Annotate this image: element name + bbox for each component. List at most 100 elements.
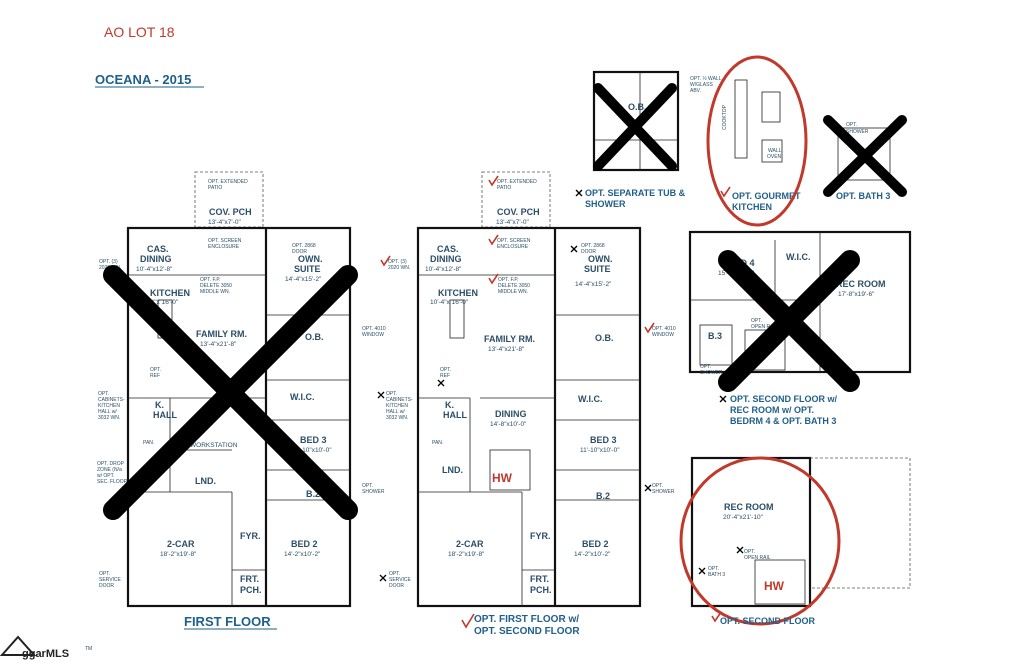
svg-text:WINDOW: WINDOW xyxy=(652,332,674,338)
svg-text:SHOWER: SHOWER xyxy=(846,129,869,135)
svg-text:HW: HW xyxy=(492,471,513,485)
svg-text:ABV.: ABV. xyxy=(690,88,701,94)
svg-text:10'-4"x 16'-0": 10'-4"x 16'-0" xyxy=(430,299,469,306)
svg-text:3032 WN.: 3032 WN. xyxy=(98,415,120,421)
svg-text:SHOWER: SHOWER xyxy=(652,489,675,495)
svg-text:REF: REF xyxy=(150,373,160,379)
svg-text:DOOR: DOOR xyxy=(99,583,114,589)
svg-text:OPT. SCREEN: OPT. SCREEN xyxy=(497,238,531,244)
svg-text:13'-4"x21'-8": 13'-4"x21'-8" xyxy=(200,341,237,348)
lot-label: AO LOT 18 xyxy=(104,24,175,40)
options-bath-3: OPT. SHOWER OPT. BATH 3 xyxy=(823,115,907,201)
svg-text:20'-4"x21'-10": 20'-4"x21'-10" xyxy=(723,514,764,521)
svg-text:17'-8"x19'-6": 17'-8"x19'-6" xyxy=(838,291,875,298)
svg-text:SUITE: SUITE xyxy=(294,264,321,274)
svg-text:B.2: B.2 xyxy=(306,489,320,499)
svg-text:KITCHEN: KITCHEN xyxy=(732,202,772,212)
svg-text:BED 2: BED 2 xyxy=(291,539,318,549)
svg-text:BED 3: BED 3 xyxy=(300,435,327,445)
svg-text:OPT.: OPT. xyxy=(846,122,857,128)
svg-text:OPT. (3): OPT. (3) xyxy=(388,259,407,265)
svg-text:WORKSTATION: WORKSTATION xyxy=(190,442,238,449)
svg-text:OPEN RAIL: OPEN RAIL xyxy=(744,555,771,561)
svg-text:OPT. 4010: OPT. 4010 xyxy=(652,326,676,332)
svg-text:DOOR: DOOR xyxy=(581,249,596,255)
svg-text:SHOWER: SHOWER xyxy=(585,199,626,209)
svg-text:OPT.: OPT. xyxy=(362,483,373,489)
svg-text:DOOR: DOOR xyxy=(292,249,307,255)
svg-text:DINING: DINING xyxy=(140,254,172,264)
svg-text:18'-2"x19'-8": 18'-2"x19'-8" xyxy=(160,551,197,558)
svg-text:14'-4"x15'-2": 14'-4"x15'-2" xyxy=(575,281,612,288)
plan-optional-first-floor: COV. PCH 13'-4"x7'-0" CAS. DINING 10'-4"… xyxy=(377,171,676,637)
svg-text:OPT.: OPT. xyxy=(708,566,719,572)
svg-text:REC ROOM: REC ROOM xyxy=(836,279,886,289)
svg-text:OPT. SECOND FLOOR: OPT. SECOND FLOOR xyxy=(474,626,580,637)
svg-text:REF: REF xyxy=(440,373,450,379)
svg-text:COV. PCH: COV. PCH xyxy=(497,207,540,217)
svg-text:KITCHEN: KITCHEN xyxy=(386,403,408,409)
svg-text:OPT.: OPT. xyxy=(652,483,663,489)
svg-text:13'-4"x7'-0": 13'-4"x7'-0" xyxy=(496,219,529,226)
svg-text:W.I.C.: W.I.C. xyxy=(786,252,811,262)
svg-text:KITCHEN: KITCHEN xyxy=(438,288,478,298)
svg-text:11'-10"x10'-0": 11'-10"x10'-0" xyxy=(292,447,332,454)
svg-text:CABINETS-: CABINETS- xyxy=(98,397,125,403)
svg-text:FAMILY RM.: FAMILY RM. xyxy=(484,334,535,344)
svg-text:OPT.: OPT. xyxy=(150,367,161,373)
svg-text:PCH.: PCH. xyxy=(530,585,552,595)
svg-text:SERVICE: SERVICE xyxy=(389,577,412,583)
opt-floor-title: OPT. FIRST FLOOR w/ xyxy=(474,614,579,625)
svg-text:DELETE 3050: DELETE 3050 xyxy=(200,283,232,289)
svg-text:OPT. (3): OPT. (3) xyxy=(99,259,118,265)
svg-text:13'-4"x7'-0": 13'-4"x7'-0" xyxy=(208,219,241,226)
svg-text:FRT.: FRT. xyxy=(240,574,259,584)
svg-text:OPT. DROP: OPT. DROP xyxy=(97,461,125,467)
svg-text:HALL w/: HALL w/ xyxy=(98,409,117,415)
svg-text:2-CAR: 2-CAR xyxy=(456,539,484,549)
svg-text:MIDDLE WN.: MIDDLE WN. xyxy=(200,289,230,295)
svg-text:OPT.: OPT. xyxy=(744,549,755,555)
svg-text:11'-10"x10'-0": 11'-10"x10'-0" xyxy=(580,447,620,454)
svg-text:SUITE: SUITE xyxy=(584,264,611,274)
svg-text:BATH 3: BATH 3 xyxy=(708,572,725,578)
svg-text:2-CAR: 2-CAR xyxy=(167,539,195,549)
svg-text:OPT.: OPT. xyxy=(440,367,451,373)
selected-option-oval xyxy=(706,55,808,227)
svg-text:FRT.: FRT. xyxy=(530,574,549,584)
svg-text:SEC. FLOOR: SEC. FLOOR xyxy=(97,479,128,485)
svg-text:PAN.: PAN. xyxy=(432,440,443,446)
check-mark xyxy=(488,175,499,187)
svg-text:K.: K. xyxy=(155,400,164,410)
svg-text:OPT. 4010: OPT. 4010 xyxy=(362,326,386,332)
svg-text:OPT. SECOND FLOOR w/: OPT. SECOND FLOOR w/ xyxy=(730,394,838,404)
plan-first-floor: COV. PCH 13'-4"x7'-0" CAS. DINING 10'-4"… xyxy=(97,171,386,630)
svg-text:OPT. SEPARATE TUB &: OPT. SEPARATE TUB & xyxy=(585,188,686,198)
svg-text:OPT. 2868: OPT. 2868 xyxy=(581,243,605,249)
svg-text:OPT. GOURMET: OPT. GOURMET xyxy=(732,191,801,201)
svg-text:W.I.C.: W.I.C. xyxy=(578,394,603,404)
svg-text:W.I.C.: W.I.C. xyxy=(290,392,315,402)
svg-text:OPT. F.P.: OPT. F.P. xyxy=(498,277,518,283)
svg-text:O.B.: O.B. xyxy=(305,332,324,342)
svg-text:FAMILY RM.: FAMILY RM. xyxy=(196,329,247,339)
svg-text:OWN.: OWN. xyxy=(298,254,323,264)
svg-text:W/GLASS: W/GLASS xyxy=(690,82,713,88)
room-cov-pch: COV. PCH xyxy=(209,207,252,217)
svg-text:REC ROOM: REC ROOM xyxy=(724,502,774,512)
svg-text:B.2: B.2 xyxy=(596,491,610,501)
svg-text:OPT. SECOND FLOOR: OPT. SECOND FLOOR xyxy=(720,616,816,626)
svg-text:OPT. F.P.: OPT. F.P. xyxy=(200,277,220,283)
svg-text:OPT. BATH 3: OPT. BATH 3 xyxy=(836,191,890,201)
svg-text:OPT. SCREEN: OPT. SCREEN xyxy=(208,238,242,244)
svg-text:CABINETS-: CABINETS- xyxy=(386,397,413,403)
mls-watermark: ggarMLS TM xyxy=(0,635,92,660)
svg-text:BEDRM 4 & OPT. BATH 3: BEDRM 4 & OPT. BATH 3 xyxy=(730,416,836,426)
svg-text:O.B.: O.B. xyxy=(628,102,647,112)
svg-text:KITCHEN: KITCHEN xyxy=(98,403,120,409)
options-separate-tub: O.B. OPT. ½ WALL W/GLASS ABV. OPT. SEPAR… xyxy=(575,70,722,209)
svg-text:SHOWER: SHOWER xyxy=(362,489,385,495)
svg-text:18'-2"x19'-8": 18'-2"x19'-8" xyxy=(448,551,485,558)
svg-text:14'-8"x10'-0": 14'-8"x10'-0" xyxy=(490,421,527,428)
